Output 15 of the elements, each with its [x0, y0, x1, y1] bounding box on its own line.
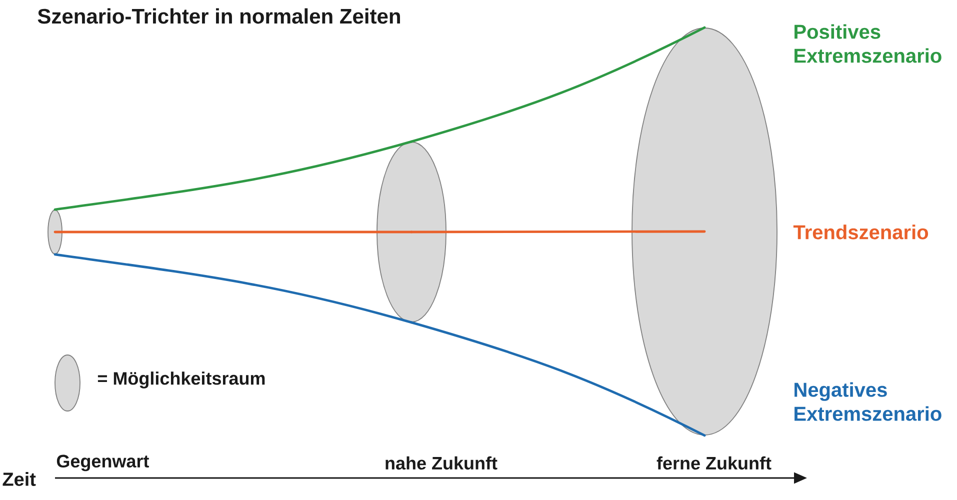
legend-text: = Möglichkeitsraum	[98, 372, 265, 388]
time-label: ferne Zukunft	[656, 456, 772, 470]
time-label: Gegenwart	[56, 454, 149, 472]
scenario-curve	[410, 321, 706, 437]
scenario-curve	[410, 26, 706, 143]
ellipse	[376, 142, 446, 322]
title: Szenario-Trichter in normalen Zeiten	[38, 8, 400, 24]
axis-label: Zeit	[2, 472, 36, 486]
ellipse	[632, 28, 778, 436]
ellipse	[48, 210, 62, 254]
time-label: nahe Zukunft	[386, 456, 498, 470]
scenario-curve	[54, 253, 413, 324]
trend-line	[54, 230, 413, 234]
scenario-curve	[54, 140, 413, 211]
trend-line	[410, 230, 706, 234]
